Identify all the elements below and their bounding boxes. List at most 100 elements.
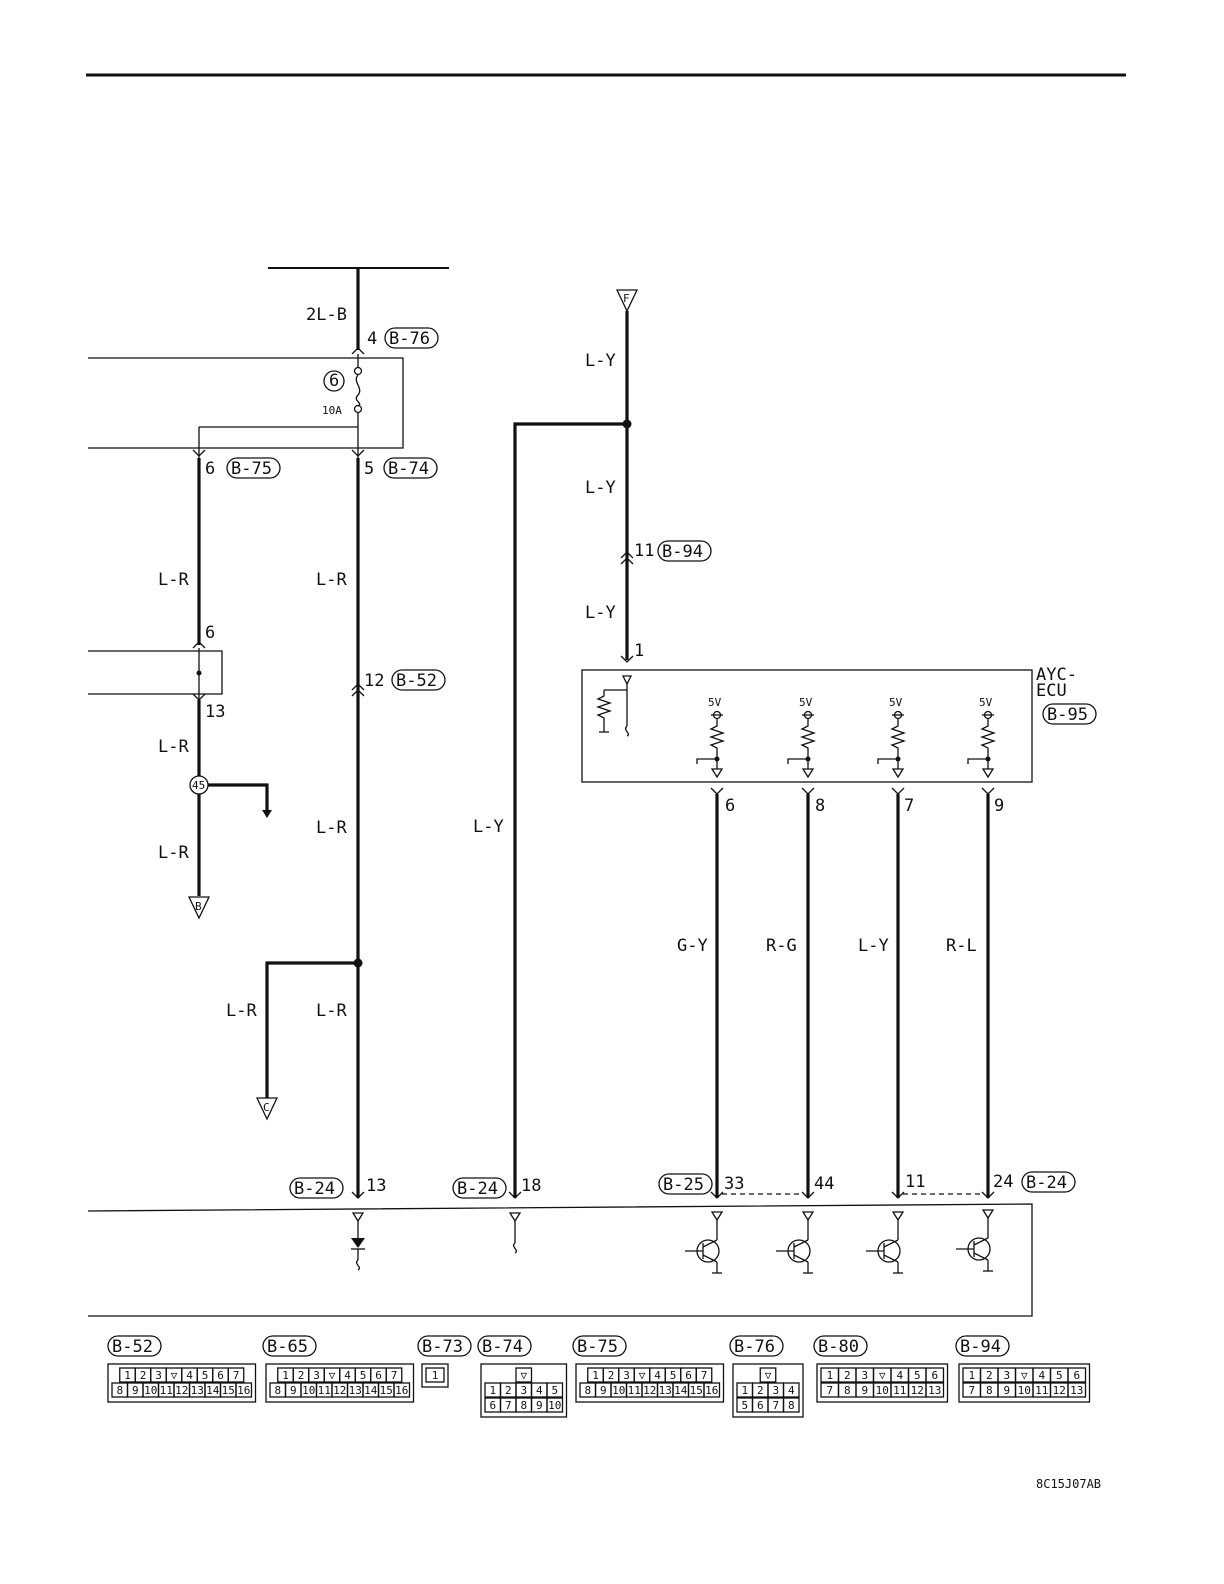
terminal-b-label: B	[195, 900, 202, 913]
wire-label-lr-center-3: L-R	[316, 1001, 347, 1021]
connector-pin-cell: 13	[1070, 1384, 1083, 1397]
pin-24-b24: 24	[993, 1172, 1013, 1192]
svg-text:B-24: B-24	[1026, 1173, 1067, 1193]
input-terminal-icon	[508, 1212, 522, 1254]
transistor-icon	[776, 1211, 815, 1274]
connector-pin-cell: 8	[844, 1384, 851, 1397]
wire-label-rl: R-L	[946, 936, 977, 956]
connector-pin-cell: 3	[520, 1384, 527, 1397]
connector-pin-cell: 7	[968, 1384, 975, 1397]
connector-pin-cell: 2	[140, 1369, 147, 1382]
wire-label-lr-left-3: L-R	[158, 843, 189, 863]
connector-pin-cell: 4	[536, 1384, 543, 1397]
connector-pin-cell: 5	[551, 1384, 558, 1397]
connector-face-b-73: B-731	[417, 1335, 472, 1388]
connector-pin-cell: ▽	[520, 1369, 527, 1382]
pin-18-b24: 18	[521, 1176, 541, 1196]
connector-pin-cell: 6	[217, 1369, 224, 1382]
connector-pin-cell: 15	[222, 1384, 235, 1397]
wire-splice-branch	[208, 783, 269, 815]
connector-mark	[801, 1191, 815, 1199]
connector-pin-cell: 9	[1003, 1384, 1010, 1397]
pin-11-b94: 11	[634, 541, 654, 561]
connector-pin-cell: 10	[876, 1384, 889, 1397]
connector-pin-cell: 12	[175, 1384, 188, 1397]
connector-mark	[351, 449, 365, 457]
svg-text:B-74: B-74	[388, 459, 429, 479]
wire-label-rg: R-G	[766, 936, 797, 956]
terminal-c-icon	[255, 1097, 279, 1121]
connector-pin-cell: 4	[186, 1369, 193, 1382]
connector-pin-cell: 1	[592, 1369, 599, 1382]
connector-mark	[192, 449, 206, 457]
wire-label-lr-left-1: L-R	[158, 570, 189, 590]
connector-pin-cell: 8	[520, 1399, 527, 1412]
connector-pin-cell: 7	[826, 1384, 833, 1397]
wire-label-lr-center-2: L-R	[316, 818, 347, 838]
fuse-terminal-top	[353, 366, 363, 376]
connector-face-tag: B-75	[577, 1337, 618, 1357]
connector-mark	[351, 347, 365, 355]
connector-pin-cell: 9	[132, 1384, 139, 1397]
connector-pin-cell: 5	[1056, 1369, 1063, 1382]
connector-pin-cell: 11	[318, 1384, 331, 1397]
connector-pin-cell: ▽	[1021, 1369, 1028, 1382]
pin-13-left: 13	[205, 702, 225, 722]
connector-pin-cell: 10	[1018, 1384, 1031, 1397]
connector-pin-cell: 10	[144, 1384, 157, 1397]
terminal-c-label: C	[263, 1101, 270, 1114]
connector-pin-cell: 1	[968, 1369, 975, 1382]
connector-pin-cell: 3	[861, 1369, 868, 1382]
connector-tag-b24-18: B-24	[452, 1177, 507, 1199]
connector-pin-cell: 1	[741, 1384, 748, 1397]
ecu-pullup-8: 5V	[787, 696, 817, 779]
connector-pin-cell: 9	[290, 1384, 297, 1397]
connector-pin-cell: 3	[772, 1384, 779, 1397]
splice-dot	[196, 670, 202, 676]
ecu-pin-7: 7	[904, 796, 914, 816]
connector-pin-cell: 7	[505, 1399, 512, 1412]
connector-tag-b76: B-76	[384, 327, 439, 349]
connector-pin-cell: 6	[375, 1369, 382, 1382]
pin-6-left: 6	[205, 623, 215, 643]
connector-pin-cell: 15	[690, 1384, 703, 1397]
connector-mark	[508, 1191, 522, 1199]
ecu-pin-6: 6	[725, 796, 735, 816]
wire-label-ly-mid: L-Y	[585, 478, 616, 498]
connector-pin-cell: 10	[612, 1384, 625, 1397]
connector-pin-cell: 4	[788, 1384, 795, 1397]
connector-pin-cell: 9	[536, 1399, 543, 1412]
connector-pin-cell: 8	[584, 1384, 591, 1397]
splice-number: 45	[192, 779, 205, 792]
svg-text:B-76: B-76	[389, 329, 430, 349]
diode-input-icon	[351, 1212, 365, 1271]
connector-pin-cell: 15	[380, 1384, 393, 1397]
transistor-icon	[956, 1209, 995, 1272]
connector-face-tag: B-80	[818, 1337, 859, 1357]
connector-pin-cell: 1	[826, 1369, 833, 1382]
ecu-name-line2: ECU	[1036, 681, 1067, 701]
connector-pin-cell: 8	[274, 1384, 281, 1397]
svg-text:B-94: B-94	[662, 542, 703, 562]
connector-tag-b94: B-94	[657, 540, 712, 562]
connector-pin-cell: 4	[654, 1369, 661, 1382]
fuse-icon	[355, 374, 361, 407]
connector-pin-cell: 8	[986, 1384, 993, 1397]
connector-pin-cell: 14	[364, 1384, 378, 1397]
connector-pin-cell: 16	[237, 1384, 250, 1397]
fuse-number: 6	[329, 371, 339, 391]
transistor-icon	[866, 1211, 905, 1274]
ecu-pullup-7: 5V	[877, 696, 907, 779]
connector-pin-cell: ▽	[329, 1369, 336, 1382]
pin-1: 1	[634, 641, 644, 661]
connector-pin-cell: 6	[757, 1399, 764, 1412]
connector-mark	[192, 641, 206, 649]
connector-pin-cell: 12	[911, 1384, 924, 1397]
connector-face-tag: B-74	[482, 1337, 523, 1357]
pin-13-b24: 13	[366, 1176, 386, 1196]
